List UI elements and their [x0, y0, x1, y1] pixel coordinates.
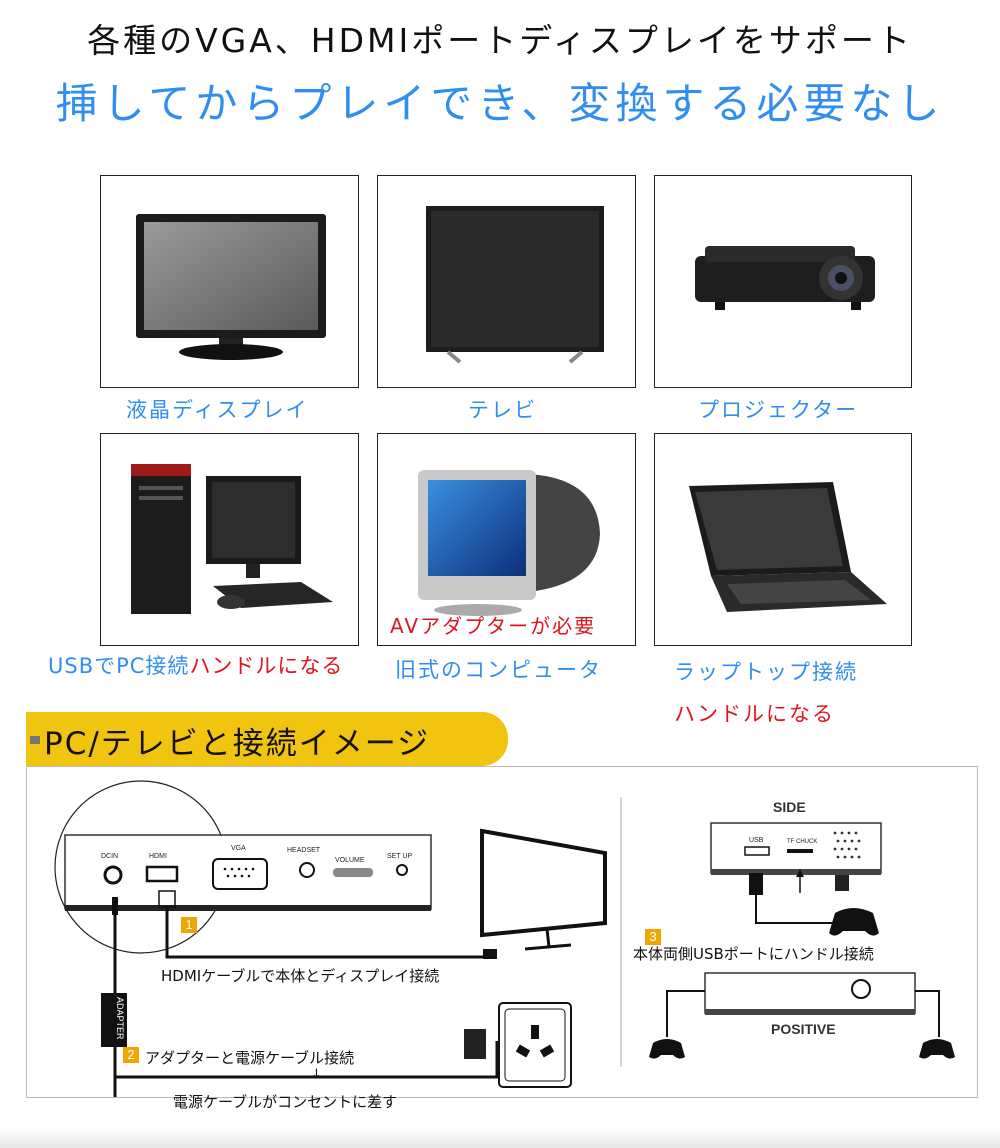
step-2-badge: 2 [123, 1047, 139, 1063]
device-box-pc [100, 433, 359, 646]
gamepad-icon [829, 908, 879, 936]
label-laptop-connection: ラップトップ接続 [674, 660, 858, 684]
headline-support: 各種のVGA、HDMIポートディスプレイをサポート [87, 21, 913, 60]
device-box-laptop [654, 433, 912, 646]
desktop-pc-icon [131, 464, 333, 614]
port-hdmi-label: HDMI [149, 853, 167, 860]
device-box-tv [377, 175, 636, 388]
port-vga-label: VGA [231, 845, 246, 852]
crt-monitor-icon [418, 470, 600, 616]
diagram-drawing [54, 780, 955, 1097]
port-dcin-label: DCIN [101, 853, 119, 860]
label-lcd-display: 液晶ディスプレイ [126, 398, 309, 422]
note-av-adapter-required: AVアダプターが必要 [390, 614, 597, 638]
bullet-icon [30, 736, 40, 744]
label-old-computer: 旧式のコンピュータ [395, 658, 602, 682]
section-title: PC/テレビと接続イメージ [44, 726, 431, 762]
usb-port-label: USB [749, 837, 764, 844]
label-pc-usb: USBでPC接続 [48, 654, 190, 678]
headline-plug-and-play: 挿してからプレイでき、変換する必要なし [55, 79, 945, 128]
port-headset-label: HEADSET [287, 847, 321, 854]
lcd-monitor-icon [136, 214, 326, 360]
connection-diagram: DCIN HDMI VGA HEADSET VOLUME SET UP 1 HD… [26, 766, 978, 1111]
step-1-badge: 1 [181, 917, 197, 933]
bottom-fade [0, 1128, 1000, 1148]
label-laptop-controller: ハンドルになる [674, 702, 835, 726]
tf-port-label: TF CHUCK [787, 839, 818, 845]
label-projector: プロジェクター [698, 398, 859, 422]
step-2-text: アダプターと電源ケーブル接続 [145, 1049, 355, 1067]
label-pc-controller: ハンドルになる [189, 654, 344, 678]
section-banner: PC/テレビと接続イメージ [26, 712, 508, 766]
device-box-lcd [100, 175, 359, 388]
laptop-icon [689, 482, 887, 612]
port-volume-label: VOLUME [335, 857, 365, 864]
arrow-down-icon: ↓ [311, 1067, 322, 1082]
label-pc-connection: USBでPC接続ハンドルになる [48, 650, 343, 680]
device-box-projector [654, 175, 912, 388]
positive-label: POSITIVE [771, 1021, 836, 1037]
device-box-old-computer: AVアダプターが必要 [377, 433, 636, 646]
label-tv: テレビ [468, 398, 537, 422]
side-label: SIDE [773, 799, 806, 815]
step-3-text: 本体両側USBポートにハンドル接続 [633, 945, 874, 963]
tv-icon [426, 206, 604, 364]
projector-icon [695, 246, 875, 310]
adapter-label: ADAPTER [115, 997, 125, 1040]
step-1-text: HDMIケーブルで本体とディスプレイ接続 [161, 967, 440, 985]
step-3-badge: 3 [645, 929, 661, 945]
port-setup-label: SET UP [387, 853, 413, 860]
step-2-sub-text: 電源ケーブルがコンセントに差す [173, 1093, 398, 1111]
